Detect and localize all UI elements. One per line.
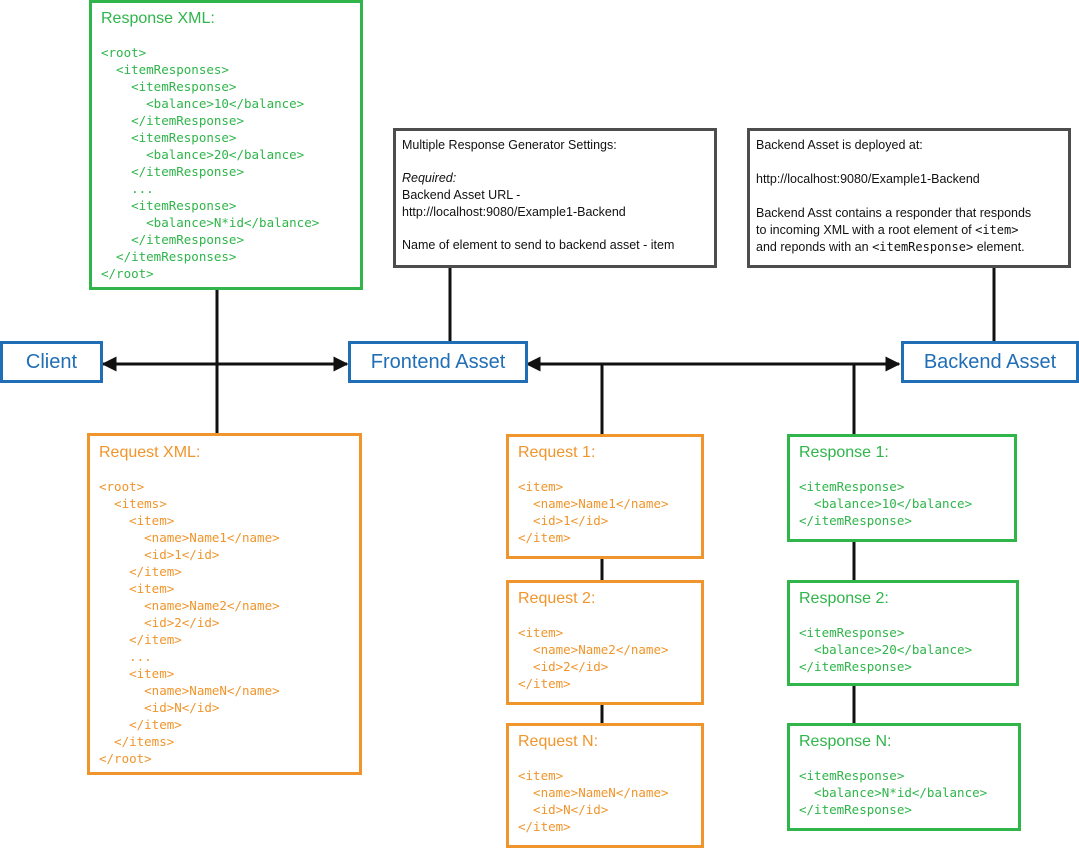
request-2-box: Request 2: <item> <name>Name2</name> <id… bbox=[506, 580, 704, 705]
response-1-code: <itemResponse> <balance>10</balance> </i… bbox=[799, 479, 973, 528]
desc3-code: <itemResponse> bbox=[872, 240, 974, 254]
request-1-box: Request 1: <item> <name>Name1</name> <id… bbox=[506, 434, 704, 559]
response-xml-box: Response XML: <root> <itemResponses> <it… bbox=[89, 0, 363, 290]
request-n-code: <item> <name>NameN</name> <id>N</id> </i… bbox=[518, 768, 669, 834]
response-xml-title: Response XML: bbox=[101, 10, 215, 27]
request-xml-code: <root> <items> <item> <name>Name1</name>… bbox=[99, 479, 280, 766]
backend-url-label: Backend Asset URL - bbox=[402, 188, 521, 202]
response-2-box: Response 2: <itemResponse> <balance>20</… bbox=[787, 580, 1019, 686]
response-2-title: Response 2: bbox=[799, 590, 889, 607]
response-n-title: Response N: bbox=[799, 733, 892, 750]
backend-info-box: Backend Asset is deployed at: http://loc… bbox=[747, 128, 1071, 268]
frontend-node: Frontend Asset bbox=[348, 341, 528, 383]
generator-settings-title: Multiple Response Generator Settings: bbox=[402, 138, 617, 152]
desc2-code: <item> bbox=[975, 223, 1019, 237]
response-1-box: Response 1: <itemResponse> <balance>10</… bbox=[787, 434, 1017, 542]
backend-node: Backend Asset bbox=[901, 341, 1079, 383]
request-1-title: Request 1: bbox=[518, 444, 596, 461]
desc3-post: element. bbox=[973, 240, 1025, 254]
response-n-box: Response N: <itemResponse> <balance>N*id… bbox=[787, 723, 1021, 831]
backend-url-value: http://localhost:9080/Example1-Backend bbox=[402, 205, 626, 219]
backend-info-desc2: to incoming XML with a root element of <… bbox=[756, 222, 1062, 239]
backend-info-title: Backend Asset is deployed at: bbox=[756, 138, 923, 152]
backend-info-url: http://localhost:9080/Example1-Backend bbox=[756, 172, 980, 186]
backend-info-desc3: and reponds with an <itemResponse> eleme… bbox=[756, 239, 1062, 256]
request-2-title: Request 2: bbox=[518, 590, 596, 607]
client-node: Client bbox=[0, 341, 103, 383]
desc2-text: to incoming XML with a root element of bbox=[756, 223, 976, 237]
generator-settings-box: Multiple Response Generator Settings: Re… bbox=[393, 128, 717, 268]
response-n-code: <itemResponse> <balance>N*id</balance> <… bbox=[799, 768, 988, 817]
desc3-text: and reponds with an bbox=[756, 240, 873, 254]
request-n-title: Request N: bbox=[518, 733, 599, 750]
request-n-box: Request N: <item> <name>NameN</name> <id… bbox=[506, 723, 704, 848]
request-1-code: <item> <name>Name1</name> <id>1</id> </i… bbox=[518, 479, 669, 545]
element-name-line: Name of element to send to backend asset… bbox=[402, 238, 675, 252]
response-2-code: <itemResponse> <balance>20</balance> </i… bbox=[799, 625, 973, 674]
request-xml-title: Request XML: bbox=[99, 444, 201, 461]
backend-info-desc1: Backend Asst contains a responder that r… bbox=[756, 206, 1032, 220]
response-1-title: Response 1: bbox=[799, 444, 889, 461]
request-2-code: <item> <name>Name2</name> <id>2</id> </i… bbox=[518, 625, 669, 691]
response-xml-code: <root> <itemResponses> <itemResponse> <b… bbox=[101, 45, 320, 281]
request-xml-box: Request XML: <root> <items> <item> <name… bbox=[87, 433, 362, 775]
required-label: Required: bbox=[402, 171, 457, 185]
